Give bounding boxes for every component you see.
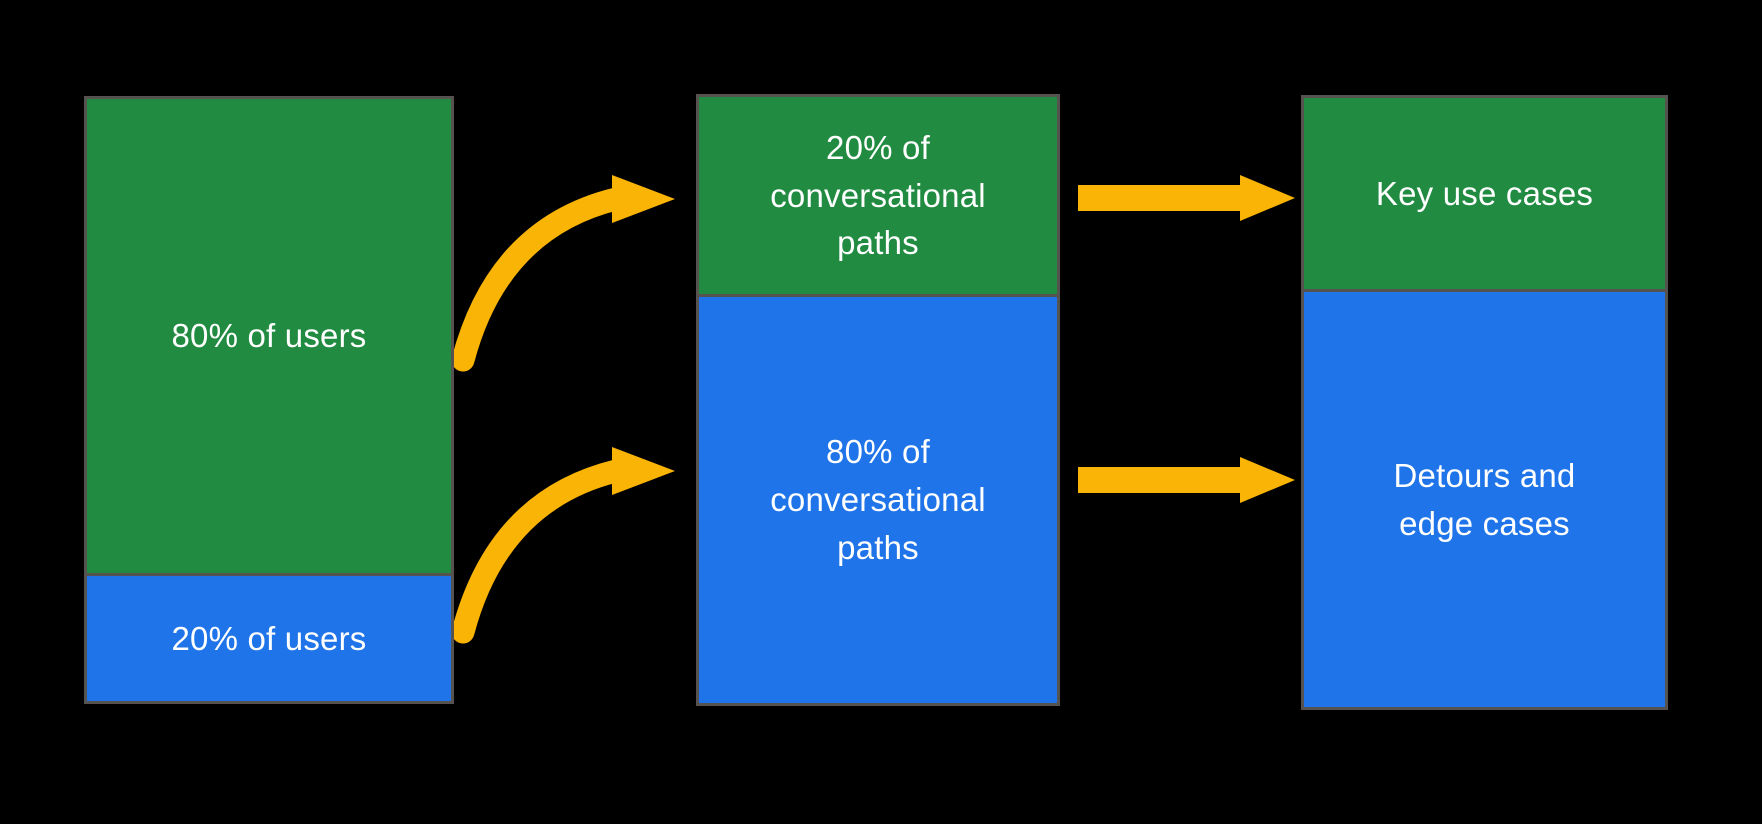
- users-80-segment: 80% of users: [87, 99, 451, 573]
- curved-arrow-top: [451, 175, 675, 372]
- users-column: 80% of users 20% of users: [84, 96, 454, 704]
- paths-80-label: 80% of conversational paths: [770, 433, 986, 566]
- detours-edge-cases-label: Detours and edge cases: [1393, 456, 1576, 542]
- users-80-label: 80% of users: [171, 317, 367, 355]
- users-20-segment: 20% of users: [87, 573, 451, 701]
- key-use-cases-segment: Key use cases: [1304, 98, 1665, 289]
- straight-arrow-top: [1078, 175, 1295, 221]
- outcomes-column: Key use cases Detours and edge cases: [1301, 95, 1668, 710]
- straight-arrow-bottom: [1078, 457, 1295, 503]
- paths-20-segment: 20% of conversational paths: [699, 97, 1057, 294]
- key-use-cases-label: Key use cases: [1375, 174, 1594, 212]
- paths-80-segment: 80% of conversational paths: [699, 294, 1057, 703]
- curved-arrow-bottom: [451, 447, 675, 644]
- conversational-paths-column: 20% of conversational paths 80% of conve…: [696, 94, 1060, 706]
- paths-20-label: 20% of conversational paths: [770, 128, 986, 262]
- users-20-label: 20% of users: [171, 619, 367, 657]
- detours-edge-cases-segment: Detours and edge cases: [1304, 289, 1665, 707]
